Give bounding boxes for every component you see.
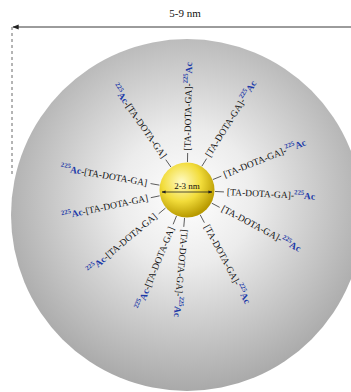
ligand-label: 225Ac-[TA-DOTA-GA] [134, 225, 177, 311]
leader-line [173, 216, 176, 224]
leader-line [183, 218, 185, 227]
ligand-label: [TA-DOTA-GA]-225Ac [204, 78, 260, 159]
ligand-label: [TA-DOTA-GA]-225Ac [220, 204, 303, 255]
leader-line [200, 215, 204, 223]
leader-line [213, 176, 221, 179]
leader-lines [151, 153, 224, 227]
leader-line [159, 208, 166, 214]
core-diameter: 2-3 nm [159, 181, 215, 191]
ligand-label: 225Ac-[TA-DOTA-GA] [85, 212, 160, 277]
extension-line [12, 27, 13, 176]
ligand-shell [11, 39, 351, 391]
dimension-label: 5-9 nm [169, 7, 200, 20]
diameter-arrow [162, 192, 212, 193]
leader-line [212, 203, 220, 207]
dimension-line [13, 27, 351, 28]
ligand-label: [TA-DOTA-GA]-225Ac [182, 62, 194, 150]
gold-core: 2-3 nm [159, 162, 215, 218]
gold-sphere [160, 163, 215, 218]
leader-line [166, 160, 171, 167]
leader-line [151, 184, 160, 186]
ligand-label: [TA-DOTA-GA]-225Ac [201, 223, 252, 306]
ligand-label: [TA-DOTA-GA]-225Ac [227, 187, 316, 203]
ligand-label: [TA-DOTA-GA]-225Ac [222, 137, 308, 180]
ligand-label: 225Ac-[TA-DOTA-GA] [61, 193, 149, 222]
ligand-label: 225Ac-[TA-DOTA-GA] [60, 162, 149, 188]
leader-line [202, 159, 207, 167]
ligand-label: [TA-DOTA-GA]-225Ac [170, 229, 189, 318]
leader-line [187, 153, 188, 162]
leader-line [215, 191, 224, 192]
ligand-label: 225Ac-[TA-DOTA-GA] [109, 82, 168, 160]
leader-line [151, 196, 160, 198]
